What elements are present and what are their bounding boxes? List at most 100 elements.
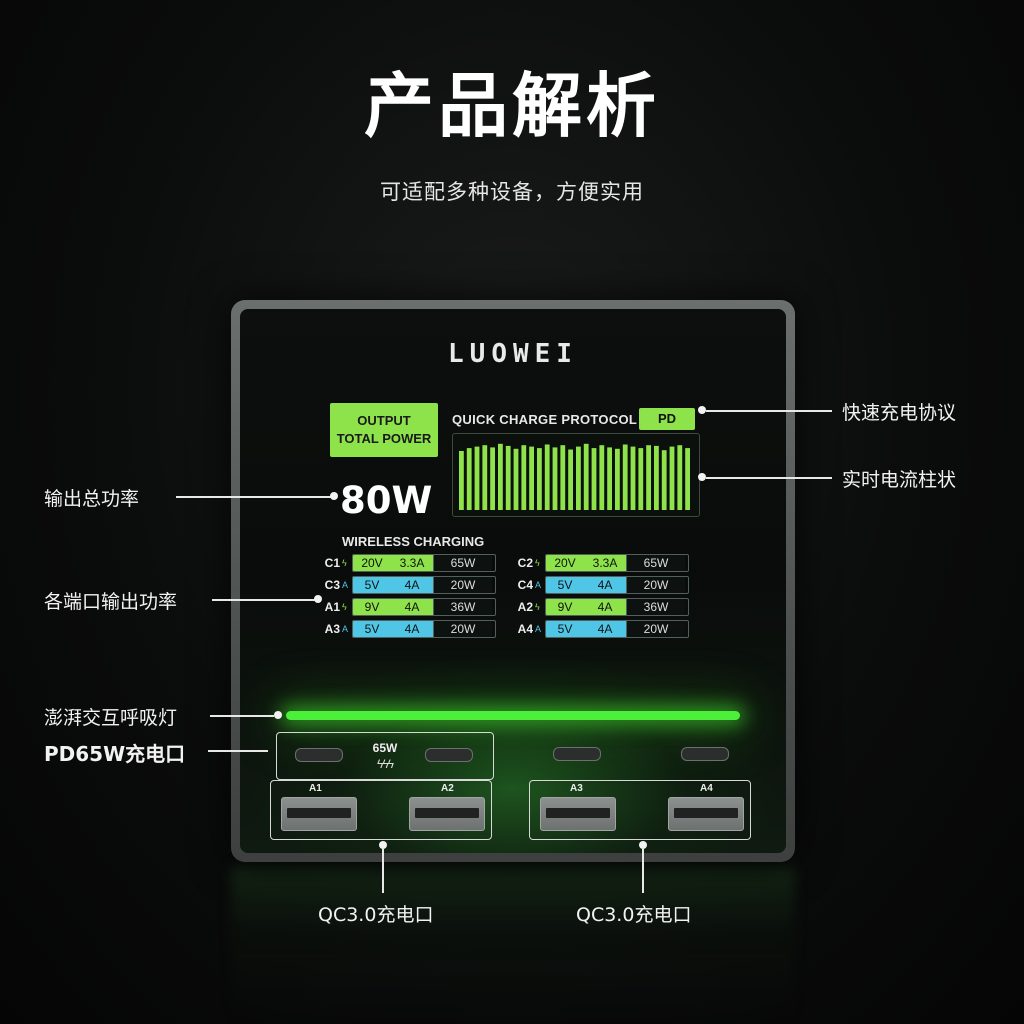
usb-c-port-2[interactable]: [425, 748, 473, 762]
port-current: 3.3A: [391, 555, 433, 571]
quick-charge-protocol-label: QUICK CHARGE PROTOCOL: [452, 412, 638, 427]
callout-dot-protocol: [698, 406, 706, 414]
port-voltage: 5V: [546, 577, 584, 593]
current-bar: [583, 443, 589, 510]
otp-line1: OUTPUT: [357, 413, 411, 428]
current-bar: [568, 449, 573, 510]
amp-icon: A: [342, 580, 349, 590]
callout-dot-total-power: [330, 492, 338, 500]
usb-a-label-4: A4: [700, 783, 713, 794]
current-bar: [630, 446, 636, 510]
usb-a-port-1[interactable]: [281, 797, 357, 831]
amp-icon: A: [535, 580, 542, 590]
usb-c-port-3[interactable]: [553, 747, 601, 761]
usb-c-port-4[interactable]: [681, 747, 729, 761]
callout-pd65: PD65W充电口: [44, 742, 186, 766]
callout-dot-current: [698, 473, 706, 481]
charger-device: LUOWEI OUTPUT TOTAL POWER 80W QUICK CHAR…: [231, 300, 795, 862]
pd-port-group: 65W ϟϟϟ: [276, 732, 494, 780]
brand-logo: LUOWEI: [448, 339, 578, 369]
usb-a-port-3[interactable]: [540, 797, 616, 831]
port-power: 20W: [433, 621, 492, 637]
port-name: C2: [517, 556, 533, 570]
page-title: 产品解析: [364, 65, 660, 147]
callout-total-power: 输出总功率: [44, 488, 140, 510]
current-bar: [599, 445, 605, 510]
fast-charge-icon: ϟ: [535, 602, 540, 612]
port-power: 65W: [626, 555, 685, 571]
wireless-charging-label: WIRELESS CHARGING: [342, 534, 485, 549]
port-name: A2: [517, 600, 533, 614]
callout-dot-qc-right: [639, 841, 647, 849]
current-bar: [537, 448, 542, 510]
callout-line-protocol: [706, 410, 832, 412]
port-current: 4A: [391, 599, 433, 615]
total-watts: 80W: [340, 479, 433, 522]
callout-line-qc-left: [382, 849, 384, 893]
callout-line-pd65: [208, 750, 268, 752]
qc-port-group-right: A3 A4: [529, 780, 751, 840]
qc-port-group-left: A1 A2: [270, 780, 492, 840]
current-bar: [615, 448, 620, 510]
fast-charge-icon: ϟ: [342, 558, 347, 568]
callout-fast-protocol: 快速充电协议: [842, 402, 957, 424]
port-name: C1: [324, 556, 340, 570]
callout-line-total-power: [176, 496, 332, 498]
callout-line-current: [706, 477, 832, 479]
port-name: A3: [324, 622, 340, 636]
current-bar: [677, 445, 683, 510]
callout-realtime-current: 实时电流柱状: [842, 469, 957, 491]
port-current: 3.3A: [584, 555, 626, 571]
port-current: 4A: [584, 577, 626, 593]
port-current: 4A: [584, 621, 626, 637]
callout-dot-breathing-light: [274, 711, 282, 719]
port-power: 36W: [626, 599, 685, 615]
port-voltage: 9V: [353, 599, 391, 615]
output-total-power-badge: OUTPUT TOTAL POWER: [330, 403, 438, 457]
current-bar: [685, 448, 690, 510]
usb-a-port-4[interactable]: [668, 797, 744, 831]
port-voltage: 20V: [353, 555, 391, 571]
current-bar: [529, 446, 534, 510]
callout-port-power: 各端口输出功率: [44, 591, 178, 613]
page-subtitle: 可适配多种设备，方便实用: [380, 180, 644, 204]
usb-a-port-2[interactable]: [409, 797, 485, 831]
current-bar: [505, 445, 511, 510]
usb-c-port-1[interactable]: [295, 748, 343, 762]
callout-dot-qc-left: [379, 841, 387, 849]
current-bar: [474, 446, 480, 510]
port-name: A4: [517, 622, 533, 636]
port-voltage: 5V: [353, 577, 391, 593]
port-current: 4A: [584, 599, 626, 615]
current-bar-graph: [452, 433, 700, 517]
port-current: 4A: [391, 577, 433, 593]
current-bar: [669, 446, 675, 510]
callout-line-qc-right: [642, 849, 644, 893]
current-bar: [646, 445, 651, 510]
port-power: 20W: [626, 577, 685, 593]
callout-qc-left: QC3.0充电口: [318, 904, 434, 926]
current-bar: [544, 444, 550, 510]
current-bar: [638, 448, 644, 510]
port-power: 36W: [433, 599, 492, 615]
current-bar: [513, 448, 519, 510]
port-name: A1: [324, 600, 340, 614]
current-bar: [591, 448, 597, 510]
usb-a-label-3: A3: [570, 783, 583, 794]
usb-a-label-2: A2: [441, 783, 454, 794]
port-power: 20W: [433, 577, 492, 593]
port-current: 4A: [391, 621, 433, 637]
callout-line-breathing-light: [210, 715, 274, 717]
current-bar: [560, 445, 566, 510]
